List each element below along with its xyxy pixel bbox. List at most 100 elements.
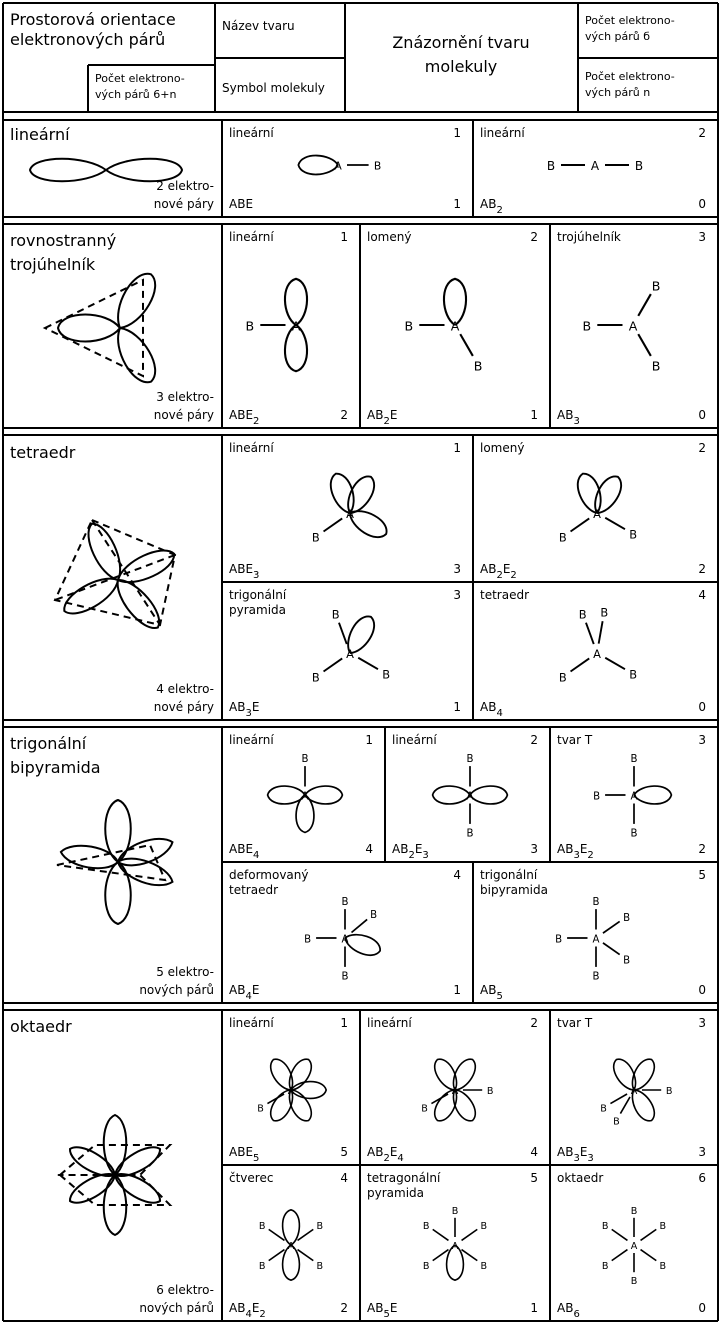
bonding-pair-count: 4 <box>698 588 706 602</box>
ligand-label: B <box>370 910 377 921</box>
lone-pair-lobe <box>283 277 309 326</box>
bond-line <box>604 656 626 670</box>
molecule-drawing: BA <box>297 154 381 176</box>
shape-name: lineární <box>229 733 274 747</box>
bond-line <box>461 1228 478 1242</box>
bond-line <box>569 657 590 673</box>
lone-pair-lobe <box>349 510 388 539</box>
lone-pair-lobe <box>266 785 306 805</box>
ligand-label: B <box>652 358 661 373</box>
ligand-label: B <box>660 1221 667 1232</box>
central-atom-label: A <box>342 934 349 945</box>
shape-name: lineární <box>392 733 437 747</box>
ligand-label: B <box>555 934 562 945</box>
ligand-label: B <box>629 668 637 682</box>
lone-pair-lobe <box>452 1058 477 1091</box>
lone-pair-lobe <box>576 472 602 514</box>
lone-pair-lobe <box>290 1080 328 1100</box>
ligand-label: B <box>259 1221 266 1232</box>
ligand-label: B <box>547 159 555 173</box>
ligand-label: B <box>342 897 349 908</box>
shape-name: trojúhelník <box>557 230 621 244</box>
bonding-pair-count: 3 <box>698 1016 706 1030</box>
molecule-symbol: AB2E3 <box>392 842 429 861</box>
ligand-label: B <box>593 897 600 908</box>
header-lone-pairs-line2: vých párů n <box>585 86 650 99</box>
lone-pair-count: 1 <box>453 197 461 211</box>
bond-line <box>297 1228 314 1242</box>
molecule-symbol: AB2 <box>480 197 503 216</box>
central-atom-label: A <box>288 1241 295 1252</box>
bond-line <box>432 1228 449 1242</box>
ligand-label: B <box>635 159 643 173</box>
trigonal-orbital-icon <box>42 272 157 384</box>
central-atom-label: A <box>593 507 601 521</box>
shape-name: čtverec <box>229 1171 273 1185</box>
pair-count-label: 5 elektro- <box>156 965 214 979</box>
central-atom-label: A <box>302 791 309 802</box>
linear-orbital-icon <box>28 157 184 183</box>
orientation-name: bipyramida <box>10 758 101 777</box>
ligand-label: B <box>404 318 413 333</box>
shape-name: lineární <box>229 230 274 244</box>
pair-count-label: nových párů <box>139 983 214 997</box>
ligand-label: B <box>559 531 567 545</box>
molecule-symbol: AB4E2 <box>229 1301 266 1320</box>
lone-pair-lobe <box>612 1058 637 1091</box>
lone-pair-lobe <box>281 1208 301 1246</box>
bond-line <box>610 1093 628 1105</box>
bonding-pair-count: 3 <box>453 588 461 602</box>
lone-pair-count: 0 <box>698 700 706 714</box>
ligand-label: B <box>652 278 661 293</box>
bond-line <box>338 622 348 645</box>
ligand-label: B <box>582 318 591 333</box>
ligand-label: B <box>259 1261 266 1272</box>
orientation-name: oktaedr <box>10 1017 72 1036</box>
bond-line <box>268 1228 285 1242</box>
bond-line <box>350 918 368 934</box>
bonding-pair-count: 1 <box>340 230 348 244</box>
ligand-label: B <box>602 1221 609 1232</box>
shape-name: bipyramida <box>480 883 548 897</box>
lone-pair-lobe <box>442 277 468 326</box>
bonding-pair-count: 1 <box>340 1016 348 1030</box>
bonding-pair-count: 4 <box>340 1171 348 1185</box>
pair-count-label: 4 elektro- <box>156 682 214 696</box>
lone-pair-lobe <box>347 615 376 654</box>
ligand-label: B <box>312 671 320 685</box>
orientation-name: trigonální <box>10 734 87 753</box>
orientation-name: rovnostranný <box>10 231 116 250</box>
lone-pair-count: 4 <box>530 1145 538 1159</box>
shape-name: trigonální <box>480 868 538 882</box>
bonding-pair-count: 1 <box>453 126 461 140</box>
bonding-pair-count: 2 <box>530 230 538 244</box>
bond-line <box>357 656 379 670</box>
central-atom-label: A <box>631 791 638 802</box>
lone-pair-lobe <box>304 785 344 805</box>
molecule-drawing: BA <box>257 1058 328 1122</box>
central-atom-label: A <box>334 160 342 173</box>
lone-pair-lobe <box>469 785 509 805</box>
ligand-label: B <box>481 1261 488 1272</box>
bond-line <box>637 333 652 357</box>
lone-pair-count: 0 <box>698 197 706 211</box>
central-atom-label: A <box>631 1086 638 1097</box>
pair-count-label: nových párů <box>139 1301 214 1315</box>
